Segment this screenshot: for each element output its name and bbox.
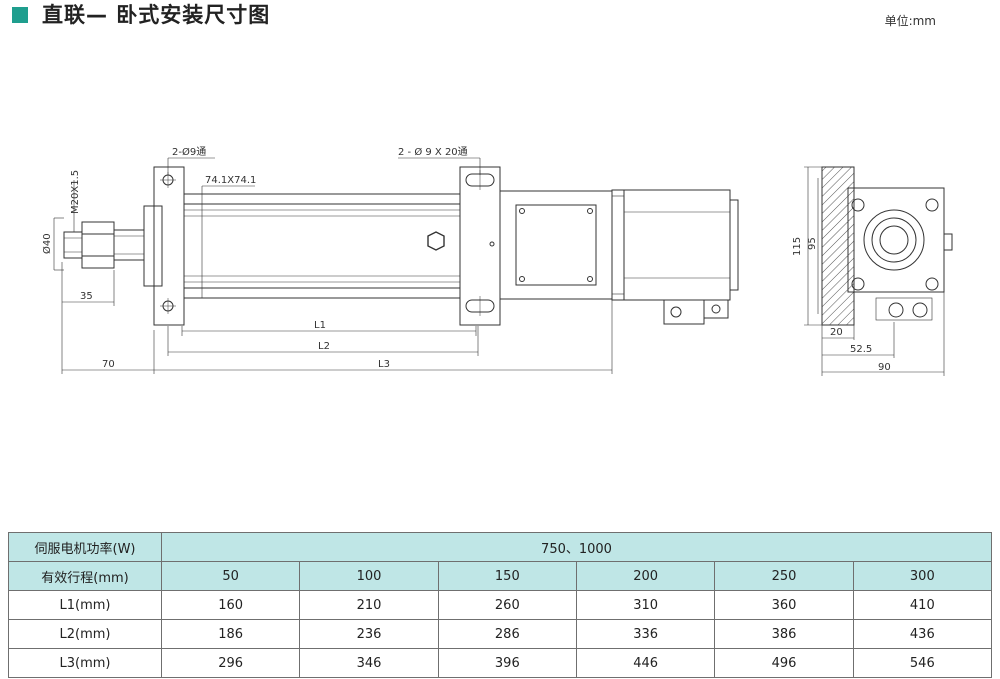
label-side-w2: 52.5 bbox=[850, 344, 872, 355]
page-title: 直联— 卧式安装尺寸图 bbox=[42, 3, 271, 27]
table-row-stroke: 有效行程(mm) 50 100 150 200 250 300 bbox=[8, 561, 993, 591]
motor-connector bbox=[663, 299, 705, 325]
table-cell: 496 bbox=[714, 648, 854, 678]
stroke-cell: 200 bbox=[575, 561, 716, 591]
table-cell: 346 bbox=[299, 648, 439, 678]
label-side-h2: 95 bbox=[807, 237, 818, 250]
table-cell: 410 bbox=[852, 590, 993, 620]
piston-rod bbox=[113, 229, 145, 261]
label-holes-left: 2-Ø9通 bbox=[172, 146, 206, 158]
table-row: L3(mm) 296 346 396 446 496 546 bbox=[8, 648, 993, 678]
table-cell: 436 bbox=[852, 619, 993, 649]
gear-housing bbox=[499, 190, 613, 300]
table-row: L1(mm) 160 210 260 310 360 410 bbox=[8, 590, 993, 620]
side-housing bbox=[847, 187, 945, 293]
label-rod-dia: Ø40 bbox=[41, 233, 53, 254]
table-cell: 386 bbox=[714, 619, 854, 649]
side-flange bbox=[821, 166, 855, 326]
table-cell: 260 bbox=[437, 590, 577, 620]
table-cell: 186 bbox=[160, 619, 301, 649]
table-cell: 236 bbox=[299, 619, 439, 649]
power-label: 伺服电机功率(W) bbox=[8, 532, 162, 562]
table-cell: 396 bbox=[437, 648, 577, 678]
table-cell: 286 bbox=[437, 619, 577, 649]
table-cell: 210 bbox=[299, 590, 439, 620]
table-row-power: 伺服电机功率(W) 750、1000 bbox=[8, 532, 992, 562]
stroke-cell: 100 bbox=[299, 561, 439, 591]
stroke-cell: 150 bbox=[437, 561, 577, 591]
label-l1: L1 bbox=[314, 320, 326, 331]
servo-motor bbox=[611, 189, 731, 301]
hex-plug bbox=[427, 231, 445, 251]
stroke-cell: 250 bbox=[714, 561, 854, 591]
label-side-w1: 20 bbox=[830, 327, 843, 338]
table-cell: 446 bbox=[575, 648, 716, 678]
label-l3: L3 bbox=[378, 359, 390, 370]
row-label: L1(mm) bbox=[8, 590, 162, 620]
dimension-drawing: 2-Ø9通 2 - Ø 9 X 20通 74.1X74.1 M20X1.5 Ø4… bbox=[41, 146, 953, 376]
rod-thread bbox=[63, 231, 83, 259]
spec-table: 伺服电机功率(W) 750、1000 有效行程(mm) 50 100 150 2… bbox=[8, 532, 993, 678]
title-marker-icon bbox=[12, 7, 28, 23]
power-value: 750、1000 bbox=[161, 532, 992, 562]
label-side-w3: 90 bbox=[878, 362, 891, 373]
page-header: 直联— 卧式安装尺寸图 单位:mm bbox=[0, 0, 1000, 34]
row-label: L2(mm) bbox=[8, 619, 162, 649]
stroke-cell: 300 bbox=[852, 561, 993, 591]
label-holes-right: 2 - Ø 9 X 20通 bbox=[398, 146, 468, 158]
label-l2: L2 bbox=[318, 341, 330, 352]
table-cell: 296 bbox=[160, 648, 301, 678]
label-flange: 74.1X74.1 bbox=[205, 175, 256, 186]
label-thread: M20X1.5 bbox=[70, 170, 81, 214]
table-cell: 160 bbox=[160, 590, 301, 620]
table-cell: 336 bbox=[575, 619, 716, 649]
table-row: L2(mm) 186 236 286 336 386 436 bbox=[8, 619, 993, 649]
side-bore bbox=[863, 209, 925, 271]
cylinder-body bbox=[183, 193, 461, 299]
row-label: L3(mm) bbox=[8, 648, 162, 678]
label-rod-len: 35 bbox=[80, 291, 93, 302]
stroke-label: 有效行程(mm) bbox=[8, 561, 162, 591]
table-cell: 360 bbox=[714, 590, 854, 620]
table-cell: 310 bbox=[575, 590, 716, 620]
table-cell: 546 bbox=[852, 648, 993, 678]
rod-nut bbox=[81, 221, 115, 269]
front-flange bbox=[143, 205, 163, 287]
label-ext-len: 70 bbox=[102, 359, 115, 370]
stroke-cell: 50 bbox=[160, 561, 301, 591]
unit-label: 单位:mm bbox=[884, 14, 936, 28]
label-side-h1: 115 bbox=[792, 237, 803, 256]
